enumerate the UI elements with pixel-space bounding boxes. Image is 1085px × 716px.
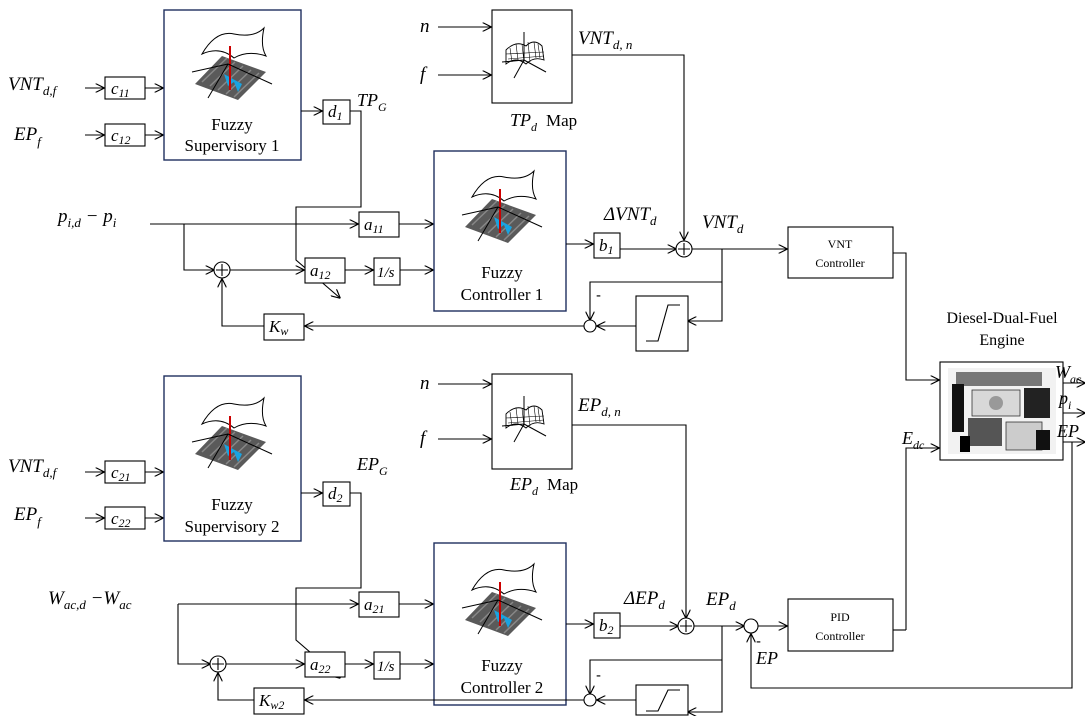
arrow-kw-feedback bbox=[222, 279, 264, 327]
ep-feedback-label: EP bbox=[755, 648, 778, 668]
gain-b1 bbox=[593, 232, 621, 259]
sum-junction-7 bbox=[583, 693, 597, 707]
pid-controller-block bbox=[787, 598, 894, 652]
fuzzy-controller-2-subtitle: Controller 2 bbox=[461, 678, 544, 697]
gain-b2 bbox=[593, 612, 621, 639]
ep-dn-label: EPd, n bbox=[577, 395, 621, 419]
arrow-sat1-in bbox=[688, 249, 723, 321]
sum-junction-2-plus bbox=[678, 243, 690, 255]
arrow-engine-edc bbox=[905, 448, 939, 520]
vnt-controller-block bbox=[787, 226, 894, 279]
w-ac-output-label: Wac bbox=[1055, 362, 1082, 386]
n-label-2: n bbox=[420, 373, 430, 394]
gain-d2 bbox=[322, 481, 351, 507]
gain-a22-label: a22 bbox=[310, 655, 331, 676]
gain-kw2-label: Kw2 bbox=[258, 691, 284, 712]
tpg-label: TPG bbox=[357, 90, 387, 114]
vnt-d-label: VNTd bbox=[702, 212, 744, 236]
minus-sign-2: - bbox=[596, 667, 601, 684]
engine-title: Diesel-Dual-Fuel bbox=[946, 310, 1058, 327]
gain-d1 bbox=[322, 99, 351, 125]
saturation-1-block bbox=[635, 295, 689, 352]
f-label-2: f bbox=[420, 428, 428, 449]
arrow-sum7-minus bbox=[590, 659, 722, 694]
saturation-1-icon bbox=[646, 304, 680, 342]
vnt-dn-label: VNTd, n bbox=[578, 28, 632, 52]
integrator-1 bbox=[373, 257, 401, 286]
fuzzy-supervisory-1-title: Fuzzy bbox=[211, 115, 253, 134]
ep-output-label: EP bbox=[1056, 421, 1079, 441]
fuzzy-controller-1-subtitle: Controller 1 bbox=[461, 285, 544, 304]
vnt-df-label-1: VNTd,f bbox=[8, 74, 59, 98]
dep-label: ΔEPd bbox=[623, 588, 665, 612]
f-label-1: f bbox=[420, 64, 428, 85]
arrow-sat2-in bbox=[688, 626, 723, 712]
integrator-1-label: 1/s bbox=[377, 265, 395, 281]
gain-b1-label: b1 bbox=[599, 236, 614, 257]
gain-a12-label: a12 bbox=[310, 261, 331, 282]
gain-a11 bbox=[358, 211, 400, 238]
arrow-ep-dn bbox=[572, 424, 686, 618]
minus-sign-3: - bbox=[756, 633, 761, 650]
arrow-sum3-minus bbox=[590, 281, 722, 320]
ep-f-label-1: EPf bbox=[13, 124, 43, 149]
fuzzy-supervisory-1-subtitle: Supervisory 1 bbox=[185, 136, 280, 155]
sum-junction-1-plus bbox=[216, 264, 228, 276]
gain-a21-label: a21 bbox=[364, 595, 385, 616]
gain-c11-label: c11 bbox=[111, 79, 130, 100]
sum-junction-4-plus bbox=[212, 658, 224, 670]
vnt-controller-title: VNT bbox=[828, 237, 853, 251]
p-i-output-label: pi bbox=[1057, 388, 1071, 412]
arrow-sum4-in bbox=[177, 604, 210, 664]
gain-a11-label: a11 bbox=[364, 215, 384, 236]
integrator-2-label: 1/s bbox=[377, 659, 395, 675]
fuzzy-controller-1-title: Fuzzy bbox=[481, 263, 523, 282]
fuzzy-supervisory-2-title: Fuzzy bbox=[211, 495, 253, 514]
gain-b2-label: b2 bbox=[599, 616, 614, 637]
pid-controller-subtitle: Controller bbox=[815, 629, 864, 643]
arrow-ep-feedback bbox=[751, 441, 1073, 689]
integrator-2 bbox=[373, 651, 401, 680]
arrow-vnt-dn bbox=[572, 54, 684, 240]
gain-c21-label: c21 bbox=[111, 463, 131, 484]
gain-kw bbox=[263, 313, 305, 341]
fuzzy-controller-2-title: Fuzzy bbox=[481, 656, 523, 675]
arrow-sum1-in bbox=[183, 224, 214, 270]
vnt-df-label-2: VNTd,f bbox=[8, 456, 59, 480]
gain-kw2 bbox=[253, 687, 305, 715]
engine-image bbox=[948, 368, 1056, 454]
sum-junction-5-plus bbox=[680, 620, 692, 632]
ep-f-label-2: EPf bbox=[13, 504, 43, 529]
p-err-label: pi,d − pi bbox=[56, 206, 117, 230]
engine-subtitle: Engine bbox=[979, 332, 1024, 349]
ep-d-label: EPd bbox=[705, 589, 736, 613]
gain-c12-label: c12 bbox=[111, 126, 131, 147]
w-err-label: Wac,d −Wac bbox=[48, 588, 132, 612]
dvnt-label: ΔVNTd bbox=[603, 204, 657, 228]
sum-junction-3 bbox=[583, 319, 597, 333]
sum-junction-6 bbox=[743, 618, 759, 634]
pid-controller-title: PID bbox=[830, 610, 850, 624]
gain-d1-label: d1 bbox=[328, 102, 343, 123]
fuzzy-supervisory-2-subtitle: Supervisory 2 bbox=[185, 517, 280, 536]
arrow-kw2-feedback bbox=[218, 673, 254, 701]
arrow-engine-vnt bbox=[893, 252, 939, 380]
epg-diagonal-arrow bbox=[295, 492, 362, 678]
minus-sign-1: - bbox=[596, 287, 601, 304]
gain-d2-label: d2 bbox=[328, 484, 343, 505]
epg-label: EPG bbox=[356, 454, 388, 478]
saturation-2-icon bbox=[646, 689, 680, 712]
gain-a22 bbox=[304, 651, 346, 678]
saturation-2-block bbox=[635, 684, 689, 716]
vnt-controller-subtitle: Controller bbox=[815, 256, 864, 270]
gain-c22-label: c22 bbox=[111, 509, 131, 530]
n-label-1: n bbox=[420, 16, 430, 37]
gain-kw-label: Kw bbox=[268, 317, 288, 338]
